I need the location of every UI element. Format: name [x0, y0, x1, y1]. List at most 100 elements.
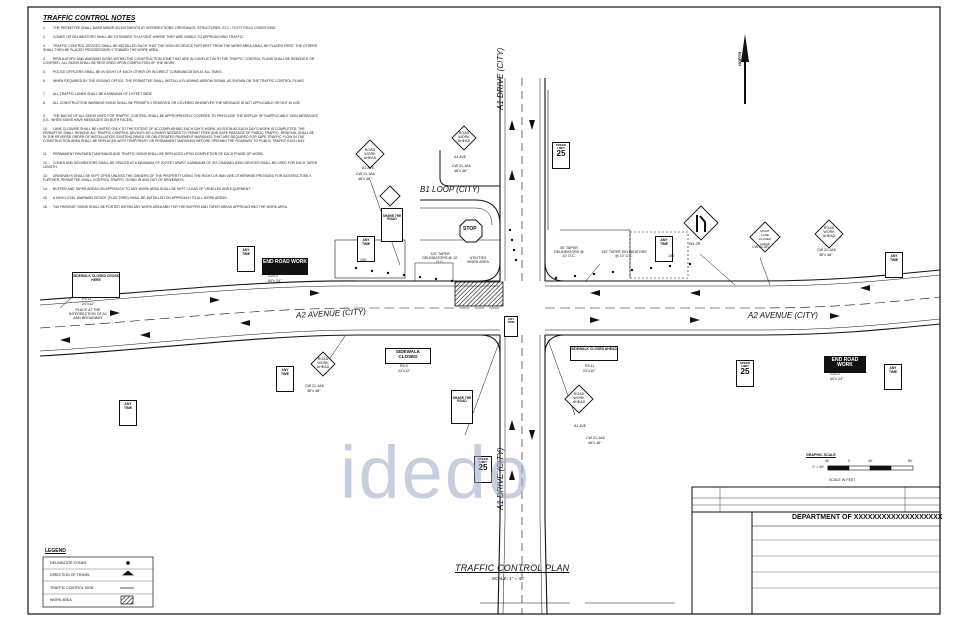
note-number: 12.	[43, 161, 48, 165]
any-time-sign-7: ANY TIME	[884, 364, 902, 390]
share-the-road-sign-south: SHARE THE ROAD	[451, 390, 473, 424]
any-time-sign-6: ANY TIME	[885, 252, 903, 278]
legend-box	[42, 556, 154, 608]
end-road-work-size-west: 60"x 24"	[268, 279, 282, 283]
north-arrow-label: NORTH	[737, 51, 742, 66]
note-text: REGULATORY AND WARNING SIGNS WITHIN THE …	[43, 57, 315, 65]
note-item: 1.THE PERMITTEE SHALL MAKE MINOR ADJUSTM…	[43, 26, 318, 30]
scale-tick-1: 40'	[825, 459, 830, 463]
notes-title: TRAFFIC CONTROL NOTES	[43, 15, 136, 22]
legend-title: LEGEND	[45, 548, 66, 554]
sidewalk-closed-size: 24"x12"	[398, 369, 411, 373]
note-number: 11.	[43, 152, 48, 156]
note-number: 8.	[43, 101, 46, 105]
leader-lines	[59, 179, 771, 436]
road-work-ahead-label-5: ROAD WORK AHEAD	[572, 392, 586, 405]
note-number: 13.	[43, 174, 48, 178]
sidewalk-closed-ahead-code: R9-11	[585, 364, 595, 368]
note-text: "NO PARKING" SIGNS SHALL BE POSTED WITHI…	[53, 205, 288, 209]
road-work-ahead-label-3: ROAD WORK AHEAD	[316, 357, 330, 370]
any-time-sign-1: ANY TIME	[237, 246, 255, 272]
plan-scale: SCALE: 1" = 40'	[492, 576, 525, 581]
work-area	[454, 281, 504, 307]
road-label-b1-loop: B1 LOOP (CITY)	[420, 185, 480, 194]
note-text: LANE CLOSURE SHALL BE LIMITED ONLY TO TH…	[43, 127, 314, 143]
note-number: 15.	[43, 196, 48, 200]
note-number: 16.	[43, 205, 48, 209]
any-time-sign-5: ANY TIME	[655, 236, 673, 262]
note-text: CONES OR DELINEATORS SHALL BE EXTENDED T…	[53, 35, 245, 39]
right-lane-closed-label: RIGHT LANE CLOSED AHEAD	[758, 229, 772, 246]
note-item: 16. "NO PARKING" SIGNS SHALL BE POSTED WI…	[43, 205, 318, 209]
note-text: PERMANENT PAVEMENT MARKINGS AND TRAFFIC …	[53, 152, 264, 156]
scale-tick-4: 80'	[908, 459, 913, 463]
dim-150-label: 150'	[668, 254, 675, 258]
road-work-ahead-size-1: 48"x 48"	[358, 177, 372, 181]
sidewalk-closed-ahead-size: 24"x12"	[583, 369, 596, 373]
graphic-scale-ratio: 1" = 40'	[812, 465, 825, 469]
speed-limit-label-east: SPEED LIMIT	[739, 361, 751, 369]
road-work-ahead-code-3: CW 21-1A6	[305, 384, 324, 388]
north-arrow	[741, 34, 749, 104]
taper-120-label-west: 120' TAPER DELINEATORS @ 10' O.C.	[422, 252, 458, 265]
graphic-scale-units: SCALE IN FEET	[829, 478, 856, 482]
note-text: ALL CONSTRUCTION WARNING SIGNS SHALL BE …	[53, 101, 301, 105]
note-item: 14. BUFFER AND TAPER AREAS ON APPROACH TO…	[43, 187, 318, 191]
graphic-scale	[827, 465, 914, 471]
road-work-ahead-code-2: CW 21-1A6	[452, 164, 471, 168]
sidewalk-cross-here-size: 24"x12"	[82, 302, 95, 306]
taper-50-label: 50' TAPER DELINEATORS @ 10' O.C.	[554, 246, 584, 259]
delineator-cones	[354, 228, 692, 283]
work-area-north	[414, 262, 454, 282]
note-item: 10.LANE CLOSURE SHALL BE LIMITED ONLY TO…	[43, 127, 318, 143]
department-label: DEPARTMENT OF XXXXXXXXXXXXXXXXXXX	[792, 514, 943, 521]
b1-loop	[420, 150, 501, 241]
note-number: 14.	[43, 187, 48, 191]
stop-sign	[459, 219, 483, 243]
road-work-ahead-label-1: ROAD WORK AHEAD	[363, 148, 377, 161]
a2-avenue-road	[39, 269, 941, 357]
end-road-work-sign-east: END ROAD WORK	[824, 356, 866, 373]
right-lane-closed-code: CW 20-5R	[752, 245, 769, 249]
note-item: 7.ALL TRAFFIC LANES SHALL BE A MINIMUM O…	[43, 92, 318, 96]
road-work-ahead-code-4: CW 21-1A6	[817, 248, 836, 252]
note-text: THE PERMITTEE SHALL MAKE MINOR ADJUSTMEN…	[53, 26, 277, 30]
speed-limit-value-east: 25	[740, 367, 750, 377]
road-work-ahead-size-2: 48"x 48"	[454, 169, 468, 173]
dim-100-label: 100'	[360, 258, 367, 262]
note-item: 11. PERMANENT PAVEMENT MARKINGS AND TRAFF…	[43, 152, 318, 156]
note-text: BUFFER AND TAPER AREAS ON APPROACH TO AN…	[53, 187, 251, 191]
sidewalk-closed-ahead-sign: SIDEWALK CLOSED AHEAD	[570, 346, 618, 361]
sidewalk-cross-here-code: R9-11	[82, 297, 92, 301]
road-work-ahead-label-4: ROAD WORK AHEAD	[822, 226, 836, 239]
speed-limit-label-south: SPEED LIMIT	[477, 457, 489, 465]
note-item: 4.REGULATORY AND WARNING SIGNS WITHIN TH…	[43, 57, 318, 65]
road-work-ahead-code-5: CW 21-1A6	[586, 436, 605, 440]
legend-item-sign: TRAFFIC CONTROL SIGN	[50, 586, 94, 590]
place-at-note: PLACE AT THE INTERSECTION OF A1 AND BROA…	[69, 308, 107, 321]
a1-ave-label-north: A1 AVE	[454, 155, 467, 159]
road-work-ahead-size-5: 48"x 48"	[588, 441, 602, 445]
road-work-ahead-size-4: 48"x 48"	[819, 253, 833, 257]
a1-ave-label-south: A1 AVE	[574, 424, 587, 428]
lane-ends-code: W4-2R	[689, 242, 701, 246]
scale-tick-3: 40'	[868, 459, 873, 463]
note-number: 6.	[43, 79, 46, 83]
scale-tick-2: 0	[848, 459, 850, 463]
note-text: THE BACKS OF ALL SIGNS USED FOR TRAFFIC …	[43, 114, 318, 122]
note-number: 9.	[43, 114, 46, 118]
speed-limit-sign-north: SPEED LIMIT 25	[552, 142, 570, 169]
end-road-work-size-east: 60"x 24"	[830, 377, 844, 381]
road-work-ahead-size-3: 48"x 48"	[307, 389, 321, 393]
note-item: 15.A HIGH LEVEL WARNING DEVICE (FLAG TRE…	[43, 196, 318, 200]
note-number: 7.	[43, 92, 46, 96]
curb-returns	[479, 261, 566, 355]
plan-title: TRAFFIC CONTROL PLAN	[455, 563, 570, 573]
sidewalk-closed-sign: SIDEWALK CLOSED	[385, 348, 431, 364]
stop-sign-label: STOP	[463, 226, 477, 232]
note-text: WHEN REQUIRED BY THE ISSUING OFFICE, THE…	[53, 79, 305, 83]
road-label-a1-north: A1 DRIVE (CITY)	[496, 47, 505, 110]
any-time-sign-8: ANY TIME	[504, 316, 518, 337]
